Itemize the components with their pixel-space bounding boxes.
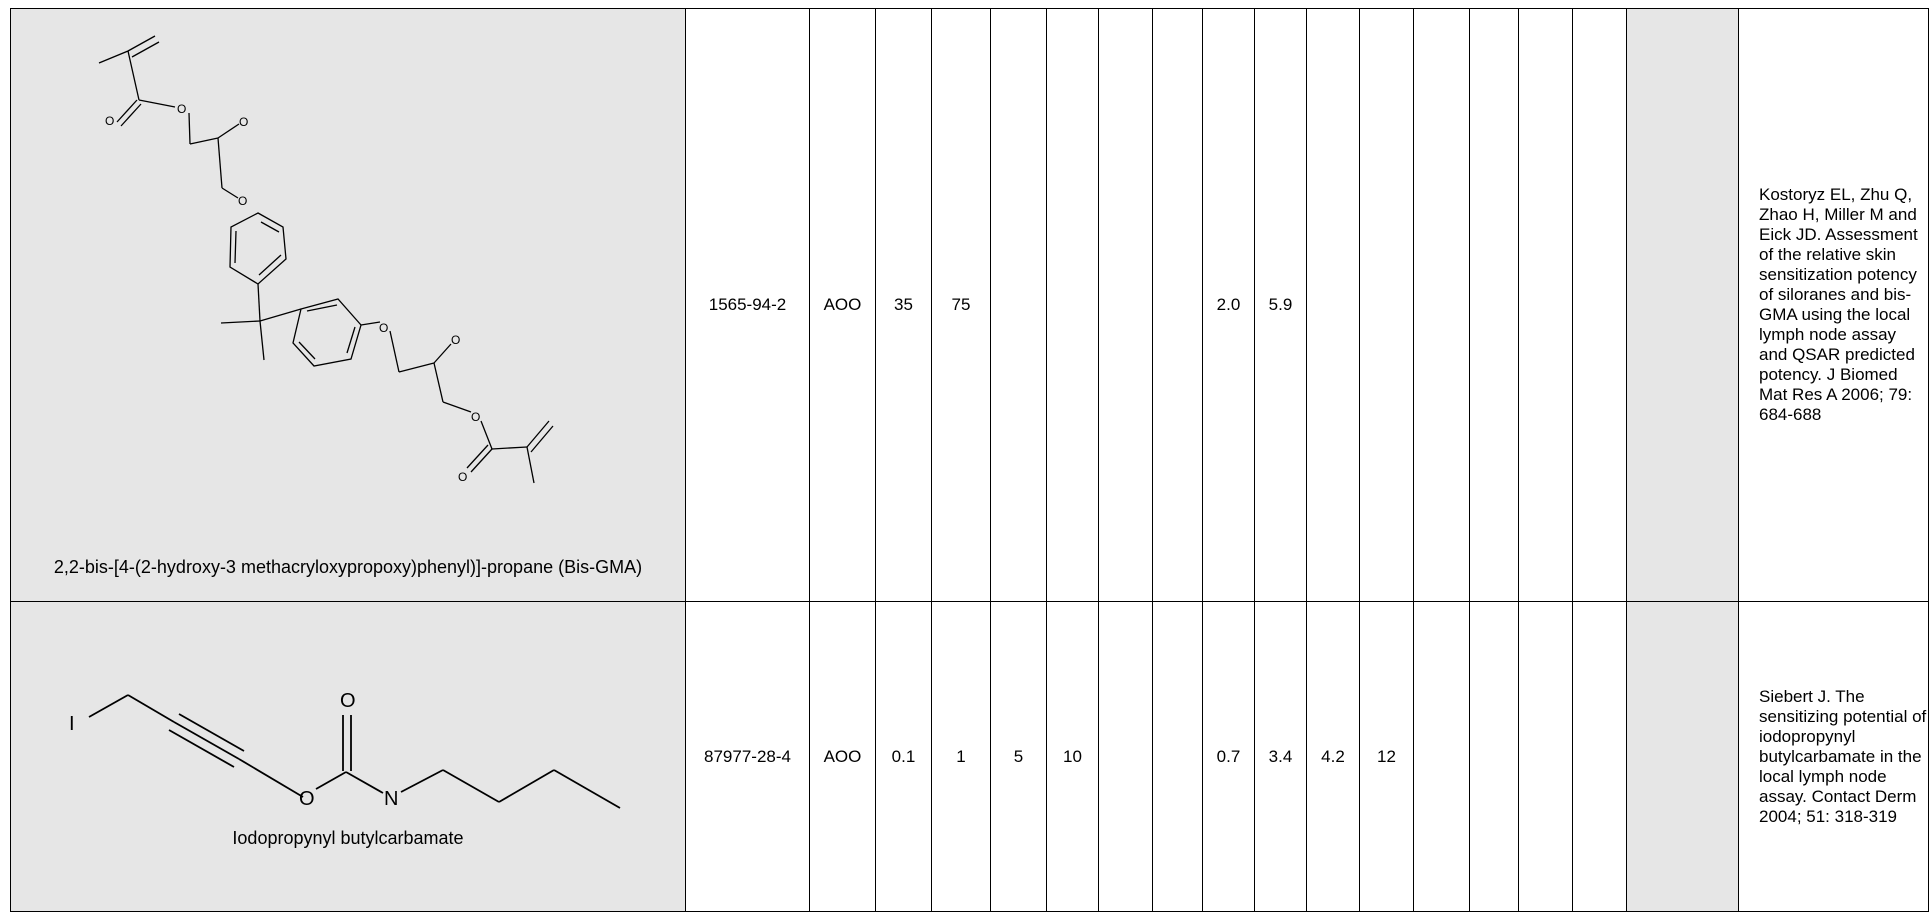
iodopropynyl-butylcarbamate-structure-icon: I O O N (11, 602, 686, 917)
value-cell: 5 (990, 601, 1047, 912)
value-cell (1098, 601, 1153, 912)
table-row: O O O O O O O O 2,2-bis-[4-(2-hydroxy-3 … (10, 8, 1929, 602)
oxygen-label: O (379, 321, 388, 335)
value-cell (1518, 8, 1573, 602)
value-cell (1572, 8, 1627, 602)
cas-number: 87977-28-4 (685, 601, 810, 912)
value-cell (1413, 8, 1470, 602)
vehicle: AOO (809, 8, 876, 602)
oxygen-label: O (340, 690, 356, 712)
oxygen-label: O (299, 788, 315, 810)
structure-cell: I O O N Iodopropynyl butylcarbamate (10, 601, 686, 912)
iodine-label: I (69, 713, 75, 735)
oxygen-label: O (239, 115, 248, 129)
value-cell: 5.9 (1254, 8, 1307, 602)
value-cell (1413, 601, 1470, 912)
sensitization-data-table: O O O O O O O O 2,2-bis-[4-(2-hydroxy-3 … (10, 8, 1929, 912)
oxygen-label: O (238, 194, 247, 208)
value-cell (1572, 601, 1627, 912)
table-row: I O O N Iodopropynyl butylcarbamate 8797… (10, 601, 1929, 912)
oxygen-label: O (458, 470, 467, 484)
oxygen-label: O (177, 102, 186, 116)
nitrogen-label: N (384, 788, 398, 810)
value-cell (1046, 8, 1099, 602)
value-cell: 12 (1359, 601, 1414, 912)
value-cell (990, 8, 1047, 602)
value-cell: 2.0 (1202, 8, 1255, 602)
value-cell: 0.1 (875, 601, 932, 912)
value-cell (1152, 601, 1203, 912)
reference-text: Kostoryz EL, Zhu Q, Zhao H, Miller M and… (1738, 8, 1929, 602)
value-cell: 10 (1046, 601, 1099, 912)
compound-name: 2,2-bis-[4-(2-hydroxy-3 methacryloxyprop… (53, 557, 643, 577)
value-cell (1152, 8, 1203, 602)
oxygen-label: O (451, 333, 460, 347)
oxygen-label: O (105, 114, 114, 128)
shaded-cell (1626, 601, 1739, 912)
value-cell (1306, 8, 1360, 602)
value-cell (1098, 8, 1153, 602)
value-cell: 75 (931, 8, 991, 602)
oxygen-label: O (471, 410, 480, 424)
structure-cell: O O O O O O O O 2,2-bis-[4-(2-hydroxy-3 … (10, 8, 686, 602)
compound-name: Iodopropynyl butylcarbamate (232, 828, 464, 848)
shaded-cell (1626, 8, 1739, 602)
value-cell (1518, 601, 1573, 912)
value-cell (1359, 8, 1414, 602)
value-cell: 1 (931, 601, 991, 912)
value-cell: 3.4 (1254, 601, 1307, 912)
value-cell: 0.7 (1202, 601, 1255, 912)
value-cell: 4.2 (1306, 601, 1360, 912)
value-cell (1469, 8, 1519, 602)
cas-number: 1565-94-2 (685, 8, 810, 602)
vehicle: AOO (809, 601, 876, 912)
value-cell (1469, 601, 1519, 912)
value-cell: 35 (875, 8, 932, 602)
bis-gma-structure-icon: O O O O O O O O (11, 9, 686, 607)
reference-text: Siebert J. The sensitizing potential of … (1738, 601, 1929, 912)
